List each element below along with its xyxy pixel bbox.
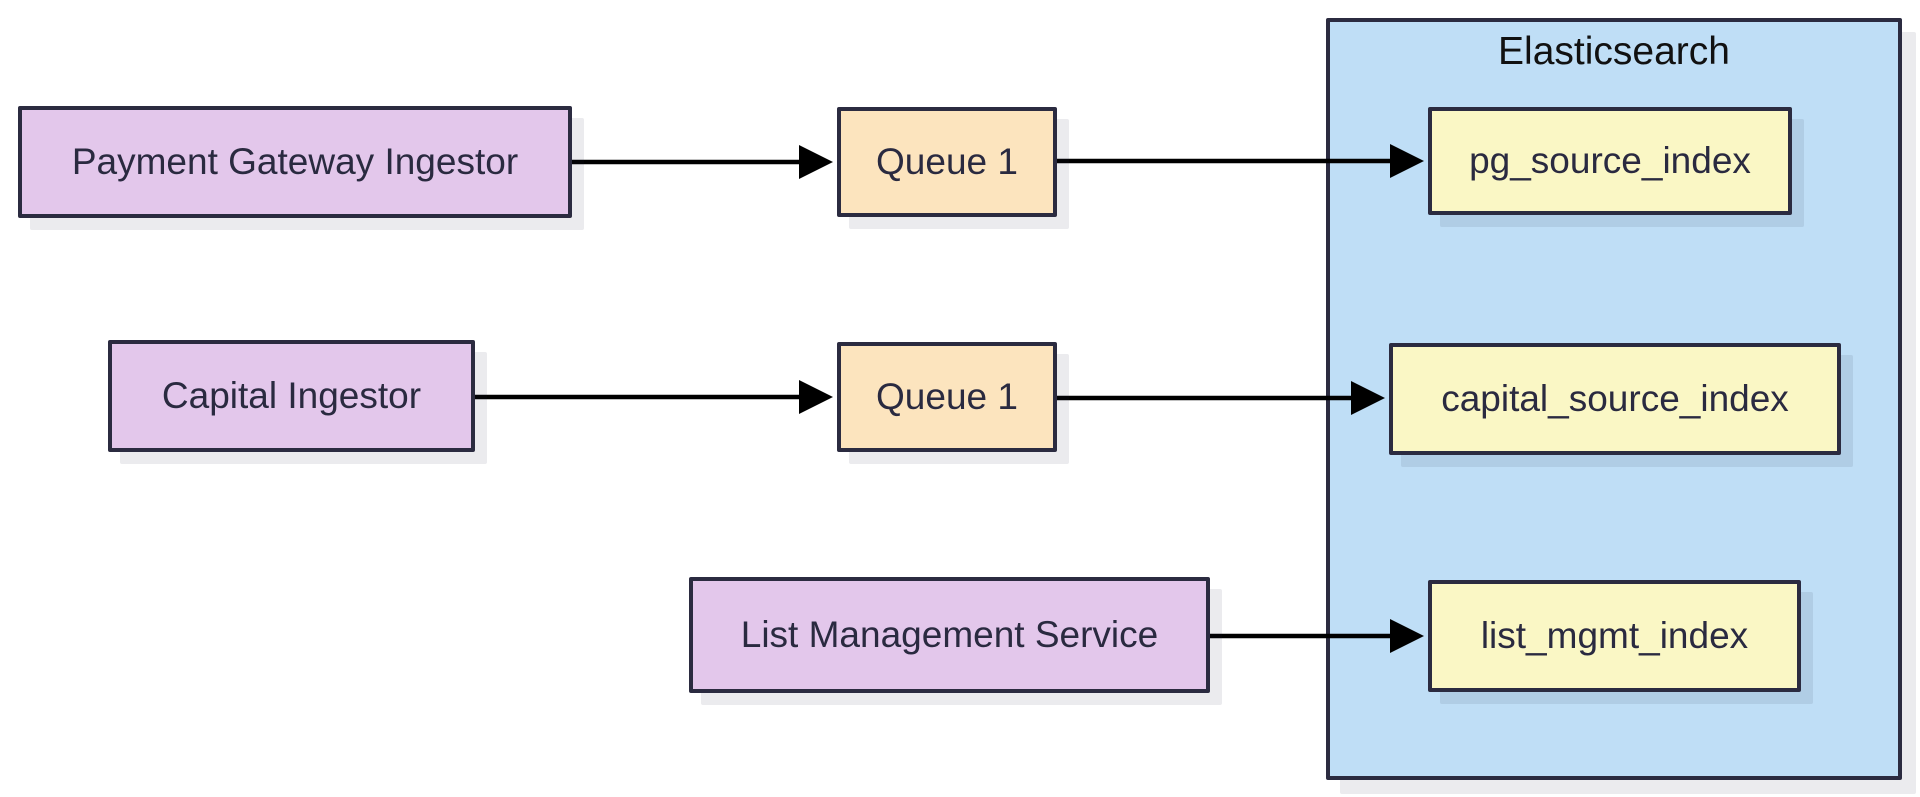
node-capital-ingestor-label: Capital Ingestor bbox=[161, 375, 422, 416]
node-capital-ingestor: Capital Ingestor bbox=[108, 340, 475, 452]
node-queue-1-middle-label: Queue 1 bbox=[876, 376, 1018, 417]
node-capital-source-index-label: capital_source_index bbox=[1441, 378, 1789, 419]
node-list-mgmt-index-label: list_mgmt_index bbox=[1480, 615, 1749, 656]
node-pg-source-index: pg_source_index bbox=[1428, 107, 1792, 215]
node-queue-1-top: Queue 1 bbox=[837, 107, 1057, 217]
node-payment-gateway-ingestor: Payment Gateway Ingestor bbox=[18, 106, 572, 218]
node-list-mgmt-index: list_mgmt_index bbox=[1428, 580, 1801, 692]
node-queue-1-middle: Queue 1 bbox=[837, 342, 1057, 452]
arrow-capital-to-queue1 bbox=[475, 380, 833, 414]
node-queue-1-top-label: Queue 1 bbox=[876, 141, 1018, 182]
elasticsearch-container-label: Elasticsearch bbox=[1498, 30, 1730, 73]
node-payment-gateway-ingestor-label: Payment Gateway Ingestor bbox=[71, 141, 519, 182]
node-capital-source-index: capital_source_index bbox=[1389, 343, 1841, 455]
node-pg-source-index-label: pg_source_index bbox=[1469, 140, 1751, 181]
arrow-pgi-to-queue1 bbox=[572, 145, 833, 179]
node-list-management-service-label: List Management Service bbox=[740, 614, 1159, 655]
node-list-management-service: List Management Service bbox=[689, 577, 1210, 693]
